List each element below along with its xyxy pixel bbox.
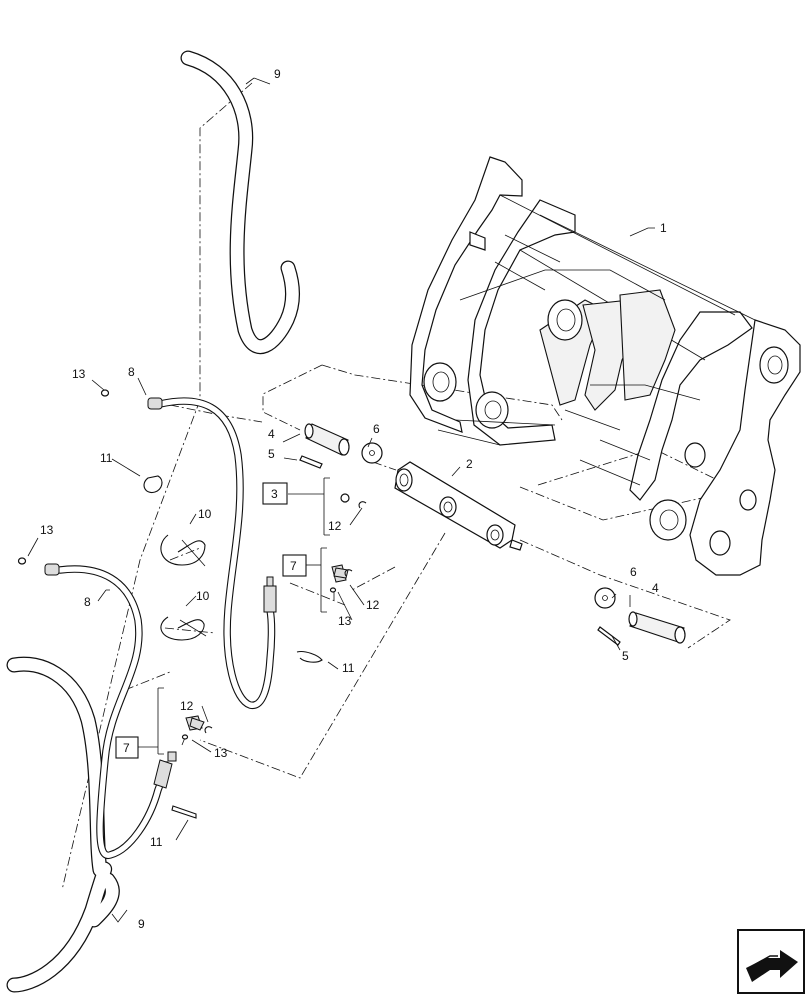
roll-pin-upper [299, 455, 323, 469]
callout-11-bottom: 11 [150, 835, 163, 849]
callout-10-upper: 10 [198, 507, 212, 521]
clip-bottom [171, 805, 197, 819]
boxed-callouts: 3 7 7 [115, 482, 307, 759]
elbow-fitting-upper [331, 564, 349, 600]
callout-9-upper: 9 [274, 67, 281, 81]
callout-numbers: 1 2 4 4 5 5 6 6 8 8 9 9 10 10 11 11 11 1… [40, 67, 667, 931]
pin-upper [304, 423, 350, 456]
washer-upper [361, 442, 383, 464]
callout-8-upper: 8 [128, 365, 135, 379]
manifold-block [394, 461, 523, 551]
callout-4-lower: 4 [652, 581, 659, 595]
hose-upper [147, 397, 277, 709]
o-rings-and-nuts [17, 389, 367, 740]
callout-box-7-upper [282, 554, 307, 577]
callout-11-middle: 11 [342, 661, 355, 675]
callout-13-left: 13 [40, 523, 54, 537]
callout-6-lower: 6 [630, 565, 637, 579]
callout-7-lower: 7 [123, 741, 130, 755]
cable-tie-lower [160, 616, 207, 641]
callout-6-upper: 6 [373, 422, 380, 436]
callout-12-group7-upper: 12 [366, 598, 380, 612]
callout-9-lower: 9 [138, 917, 145, 931]
hose-lower [44, 563, 177, 859]
elbow-fitting-lower [181, 715, 205, 746]
hose-sleeve-upper [180, 50, 300, 355]
callout-5-upper: 5 [268, 447, 275, 461]
hose-sleeve-lower [6, 656, 120, 993]
callout-leaders [27, 77, 655, 923]
callout-4-upper: 4 [268, 427, 275, 441]
callout-7-upper: 7 [290, 559, 297, 573]
callout-1: 1 [660, 221, 667, 235]
callout-13-group7-upper: 13 [338, 614, 352, 628]
cable-tie-upper [160, 534, 206, 567]
callout-3: 3 [271, 487, 278, 501]
clip-left [143, 475, 163, 494]
callout-10-lower: 10 [196, 589, 210, 603]
callout-8-lower: 8 [84, 595, 91, 609]
callout-12-group3: 12 [328, 519, 342, 533]
callout-13-top: 13 [72, 367, 86, 381]
pin-lower [628, 611, 686, 644]
callout-13-group7-lower: 13 [214, 746, 228, 760]
callout-11-left: 11 [100, 451, 113, 465]
clip-middle [296, 651, 323, 663]
callout-5-lower: 5 [622, 649, 629, 663]
callout-2: 2 [466, 457, 473, 471]
roll-pin-lower [597, 626, 621, 646]
group-brackets [138, 477, 330, 755]
callout-12-group7-lower: 12 [180, 699, 194, 713]
coupler-frame [409, 156, 801, 576]
washer-lower [594, 587, 616, 609]
callout-box-7-lower [115, 736, 139, 759]
callout-box-3 [262, 482, 288, 505]
next-page-arrow-icon[interactable] [737, 929, 805, 994]
